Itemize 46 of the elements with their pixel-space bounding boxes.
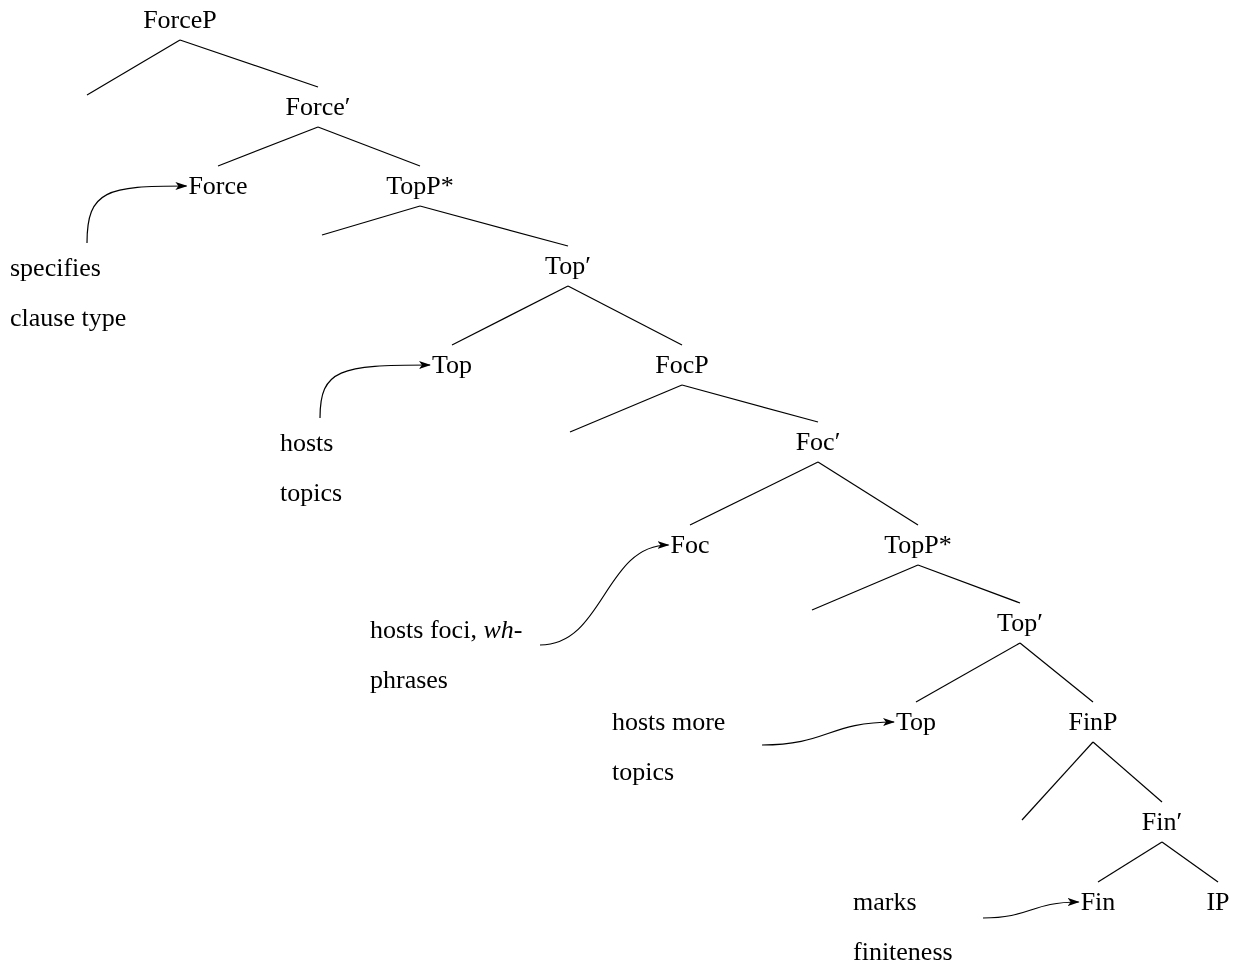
branch-line [567,285,683,346]
tree-node-label: Foc [668,525,712,565]
tree-node-label: Force′ [283,87,353,127]
branch-line [317,126,421,167]
tree-node-label: Fin [1078,882,1118,922]
branch-line [689,461,819,526]
tree-node-label: Top′ [995,603,1045,643]
tree-node-label: TopP* [882,525,954,565]
branch-line [419,205,569,247]
tree-node-label: ForceP [141,0,219,40]
branch-line [451,285,569,346]
annotation-text: hosts foci, wh-phrases [370,605,540,705]
annotation-arrow [539,542,670,646]
annotation-arrow [761,718,895,746]
branch-line [811,564,919,611]
branch-line [1097,841,1163,883]
branch-line [917,564,1021,604]
tree-node-label: Foc′ [793,422,843,462]
tree-node-label: FocP [653,345,711,385]
annotation-arrow [982,898,1080,919]
annotation-text: marks finiteness [853,877,983,966]
tree-node-label: IP [1204,882,1232,922]
tree-node-label: Fin′ [1139,802,1185,842]
branch-line [817,461,919,526]
annotation-text: hosts topics [280,418,370,518]
branch-line [321,205,421,236]
tree-node-label: Top [893,702,939,742]
branch-line [1161,841,1219,883]
annotation-arrow [319,361,431,419]
tree-node-label: Top′ [543,246,593,286]
branch-line [1021,741,1094,821]
branch-line [915,642,1021,703]
tree-node-label: Force [186,166,250,206]
annotation-text: specifies clause type [10,243,160,343]
tree-node-label: FinP [1066,702,1120,742]
branch-line [681,384,819,423]
branch-line [179,39,319,88]
annotation-arrow [86,182,188,244]
branch-line [217,126,319,167]
annotation-text: hosts more topics [612,697,762,797]
branch-line [569,384,683,433]
branch-line [1092,741,1163,803]
tree-node-label: TopP* [384,166,456,206]
branch-line [1019,642,1094,703]
branch-line [86,39,181,96]
tree-node-label: Top [429,345,475,385]
